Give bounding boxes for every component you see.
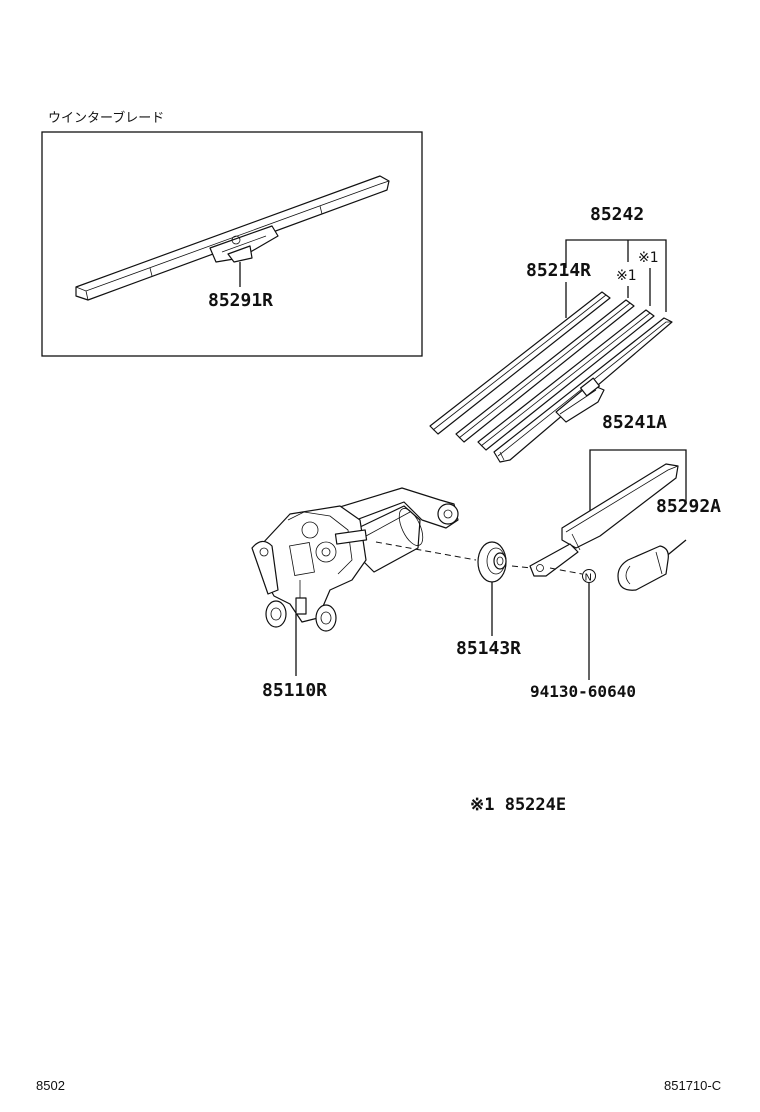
rubber-strip-inner <box>477 309 655 451</box>
wiper-motor <box>251 487 459 632</box>
note1-footer: ※1 85224E <box>470 795 566 815</box>
dash-arm-nut <box>549 567 583 575</box>
inset-title: ウインターブレード <box>48 110 164 126</box>
label-85143r: 85143R <box>456 638 521 659</box>
dash-grommet-arm <box>511 565 533 569</box>
note1-mark-a: ※1 <box>616 268 637 284</box>
bracket-85241a <box>589 449 687 520</box>
shaft-grommet <box>477 541 507 583</box>
nut-marker <box>582 569 596 583</box>
arm-cap <box>617 545 669 591</box>
rubber-strip-note1 <box>455 299 635 443</box>
label-85242: 85242 <box>590 204 644 225</box>
label-85241a: 85241A <box>602 412 667 433</box>
footer-right-code: 851710-C <box>664 1078 721 1093</box>
label-85292a: 85292A <box>656 496 721 517</box>
footer-left-code: 8502 <box>36 1078 65 1093</box>
winter-blade <box>75 175 390 301</box>
label-85214r: 85214R <box>526 260 591 281</box>
rubber-strip-85214r <box>429 291 611 435</box>
label-85110r: 85110R <box>262 680 327 701</box>
label-94130-60640: 94130-60640 <box>530 682 636 701</box>
nut-marker-letter: N <box>585 573 592 584</box>
wiper-blade-frame <box>493 317 673 463</box>
dash-motor-grommet <box>375 541 477 561</box>
inset-frame <box>41 131 423 357</box>
label-85291r: 85291R <box>208 290 273 311</box>
bracket-85242 <box>565 239 667 312</box>
wiper-arm <box>529 463 679 577</box>
note1-mark-b: ※1 <box>638 250 659 266</box>
